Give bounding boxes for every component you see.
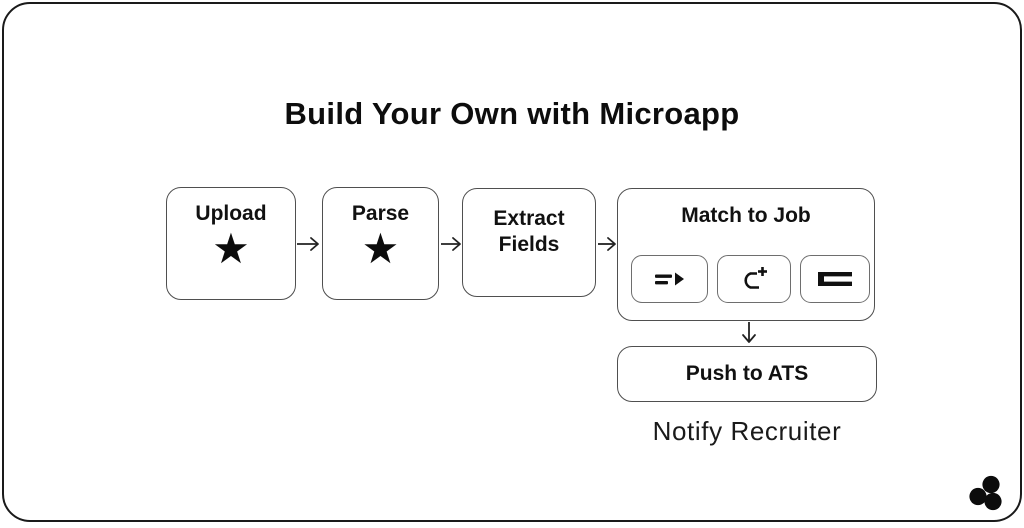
tool-button-list-arrow (631, 255, 708, 303)
node-label: Match to Job (681, 204, 811, 227)
notify-recruiter-caption: Notify Recruiter (652, 416, 842, 446)
node-label: Parse (351, 202, 410, 225)
three-circles-logo-icon (969, 475, 1002, 511)
flow-node-match-to-job: Match to Job (617, 188, 875, 321)
tool-button-open-bar (800, 255, 870, 303)
flow-node-extract-fields: Extract Fields (462, 188, 596, 297)
flow-node-push-to-ats: Push to ATS (617, 346, 877, 402)
node-label: Extract Fields (493, 206, 565, 256)
node-label: Push to ATS (685, 362, 809, 385)
arrow-down-icon (742, 322, 756, 343)
list-arrow-icon (654, 272, 684, 286)
node-label: Upload (195, 202, 267, 225)
open-bar-icon (818, 272, 852, 286)
star-icon: ★ (212, 224, 250, 273)
page-title: Build Your Own with Microapp (284, 96, 740, 131)
arrow-right-icon (297, 237, 319, 251)
loop-add-icon (744, 267, 767, 289)
flow-node-parse: Parse ★ (322, 187, 439, 300)
star-icon: ★ (361, 224, 400, 273)
tool-button-loop-add (717, 255, 791, 303)
arrow-right-icon (441, 237, 461, 251)
arrow-right-icon (598, 237, 616, 251)
flow-node-upload: Upload ★ (166, 187, 296, 300)
match-tool-row (631, 255, 870, 303)
